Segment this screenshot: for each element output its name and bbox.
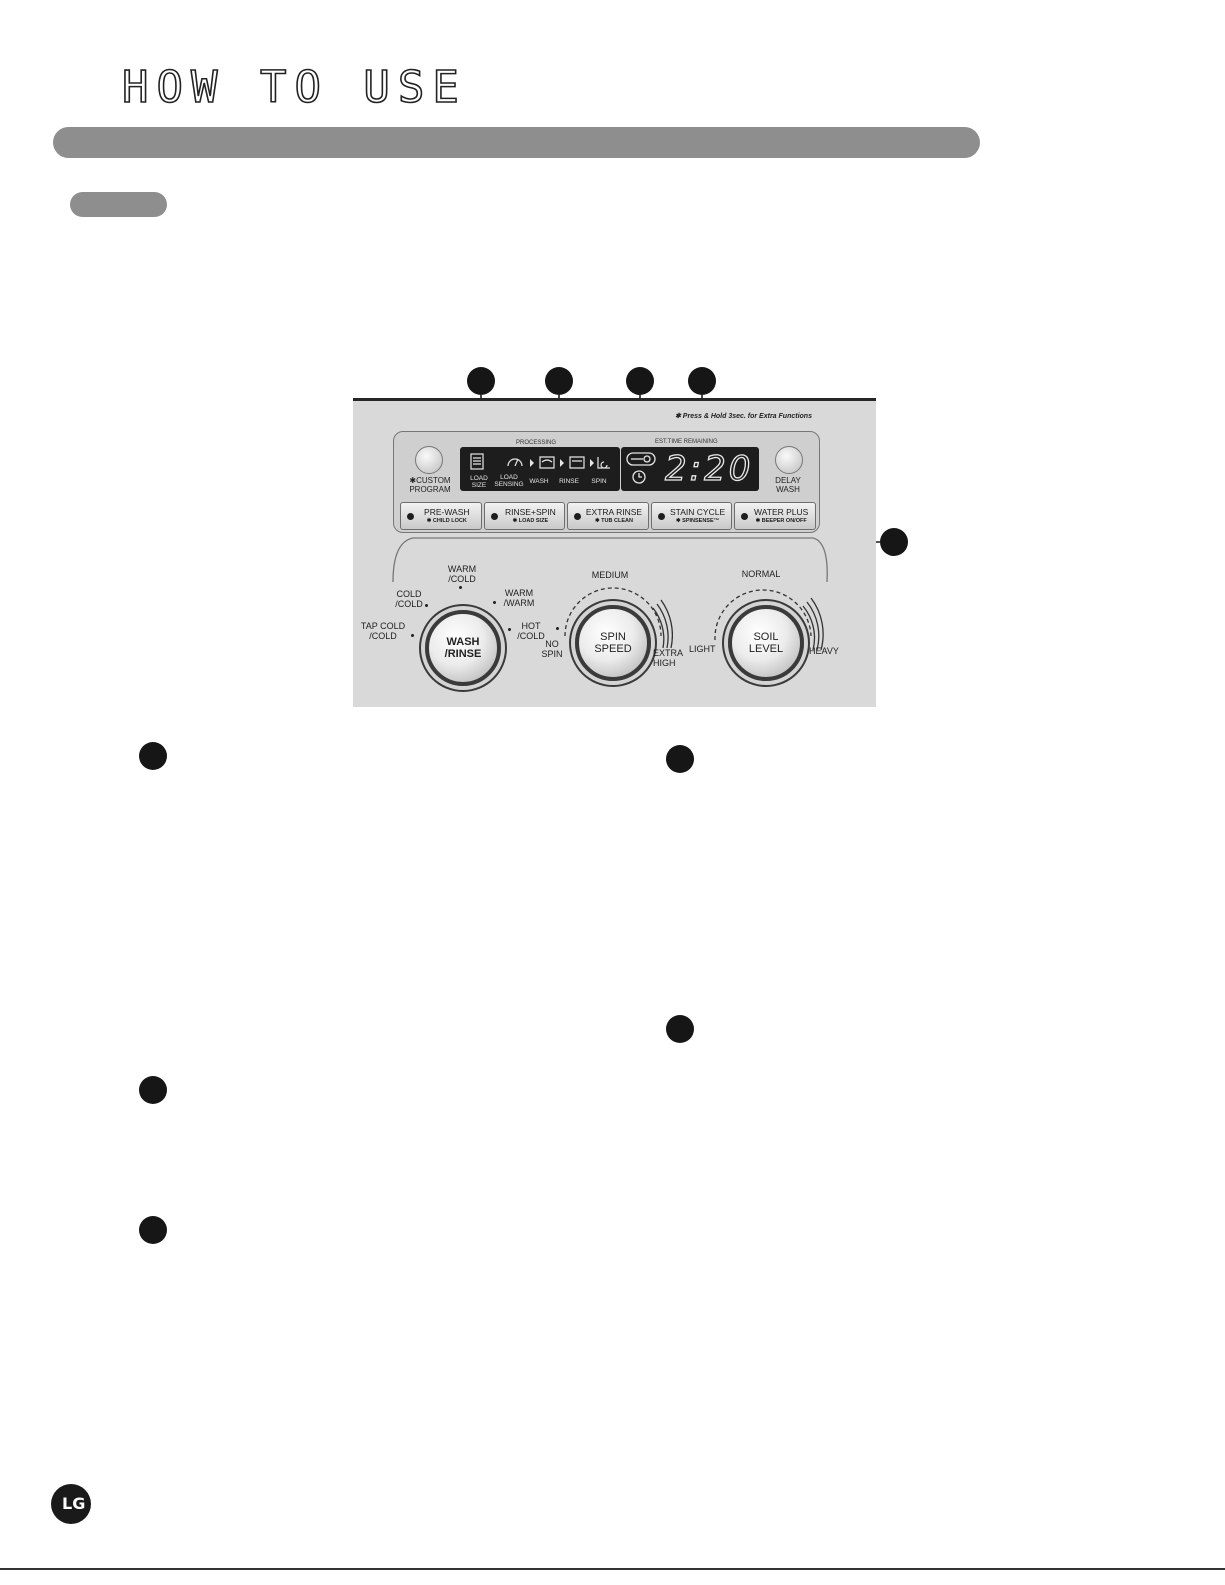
led-indicator [407, 513, 414, 520]
option-label: EXTRA RINSE [585, 507, 643, 517]
custom-program-label: ✱CUSTOM PROGRAM [409, 476, 451, 494]
option-sublabel: ✱ LOAD SIZE [512, 518, 549, 524]
callout-marker [688, 367, 716, 395]
description-marker [666, 1015, 694, 1043]
wash-rinse-label: WASH /RINSE [444, 636, 482, 660]
page-title: HOW TO USE [121, 61, 467, 114]
pre-wash-button[interactable]: PRE-WASH ✱ CHILD LOCK [400, 502, 482, 530]
step-spin: SPIN [591, 478, 607, 485]
lock-clock-icons [626, 452, 656, 484]
setting-tap-cold: TAP COLD /COLD [360, 621, 406, 641]
dial-tick [493, 601, 496, 604]
led-indicator [741, 513, 749, 520]
soil-level-label: SOIL LEVEL [748, 631, 784, 655]
option-label: WATER PLUS [754, 507, 809, 517]
water-plus-button[interactable]: WATER PLUS ✱ BEEPER ON/OFF [734, 502, 816, 530]
processing-label: PROCESSING [516, 440, 557, 446]
led-indicator [490, 513, 498, 520]
header-bar [53, 127, 980, 158]
option-label: PRE-WASH [424, 507, 470, 517]
spin-speed-knob[interactable]: SPIN SPEED [575, 605, 651, 681]
time-remaining-label: EST.TIME REMAINING [655, 439, 718, 445]
delay-wash-button[interactable] [775, 446, 803, 474]
led-indicator [657, 513, 665, 520]
spin-arc [564, 587, 673, 649]
setting-hot-cold: HOT /COLD [517, 621, 545, 641]
bottom-rule [0, 1568, 1225, 1570]
dial-tick [425, 604, 428, 607]
dial-tick [508, 628, 511, 631]
option-sublabel: ✱ CHILD LOCK [426, 518, 467, 524]
setting-warm-warm: WARM /WARM [503, 588, 535, 608]
option-sublabel: ✱ BEEPER ON/OFF [755, 518, 807, 524]
soil-level-knob[interactable]: SOIL LEVEL [728, 605, 804, 681]
option-sublabel: ✱ TUB CLEAN [595, 518, 633, 524]
control-panel: ✱ Press & Hold 3sec. for Extra Functions… [353, 398, 876, 707]
setting-no-spin: NO SPIN [541, 639, 563, 659]
dial-tick [556, 627, 559, 630]
callout-marker [467, 367, 495, 395]
load-size-indicator: LOAD SIZE [470, 475, 488, 489]
option-label: STAIN CYCLE [670, 507, 726, 517]
description-marker [139, 742, 167, 770]
setting-extra-high: EXTRA HIGH [653, 648, 684, 668]
step-rinse: RINSE [559, 478, 579, 485]
description-marker [666, 745, 694, 773]
custom-program-button[interactable] [415, 446, 443, 474]
step-load-sensing: LOAD SENSING [494, 474, 524, 488]
setting-light: LIGHT [689, 644, 716, 654]
panel-edge [353, 398, 876, 401]
setting-cold-cold: COLD /COLD [395, 589, 423, 609]
section-tab [70, 192, 167, 217]
setting-medium: MEDIUM [591, 570, 629, 580]
description-marker [139, 1076, 167, 1104]
dial-tick [411, 634, 414, 637]
option-buttons: PRE-WASH ✱ CHILD LOCK RINSE+SPIN ✱ LOAD … [400, 502, 816, 530]
wash-rinse-knob[interactable]: WASH /RINSE [425, 610, 501, 686]
cycle-icons [470, 453, 610, 470]
status-display: LOAD SIZE LOAD SENSING WASH RINSE SPIN [460, 447, 620, 491]
delay-wash-label: DELAY WASH [775, 476, 801, 494]
option-sublabel: ✱ SPINSENSE™ [676, 518, 720, 524]
callout-marker [626, 367, 654, 395]
rinse-spin-button[interactable]: RINSE+SPIN ✱ LOAD SIZE [483, 502, 566, 530]
lg-logo: LG [51, 1484, 91, 1524]
logo-text: LG [62, 1494, 86, 1513]
time-remaining-digits: 2:20 [664, 448, 754, 489]
stain-cycle-button[interactable]: STAIN CYCLE ✱ SPINSENSE™ [650, 502, 733, 530]
spin-speed-label: SPIN SPEED [594, 631, 632, 655]
callout-marker [545, 367, 573, 395]
led-indicator [574, 513, 582, 520]
extra-functions-note: ✱ Press & Hold 3sec. for Extra Functions [675, 413, 812, 420]
description-marker [139, 1216, 167, 1244]
setting-normal: NORMAL [741, 569, 781, 579]
lower-frame [392, 537, 828, 583]
option-label: RINSE+SPIN [505, 507, 556, 517]
soil-arc [714, 589, 824, 651]
time-display: 2:20 [621, 447, 759, 491]
setting-warm-cold: WARM /COLD [447, 564, 477, 584]
setting-heavy: HEAVY [809, 646, 839, 656]
step-wash: WASH [529, 478, 549, 485]
callout-marker [880, 528, 908, 556]
dial-tick [459, 586, 462, 589]
extra-rinse-button[interactable]: EXTRA RINSE ✱ TUB CLEAN [567, 502, 649, 530]
